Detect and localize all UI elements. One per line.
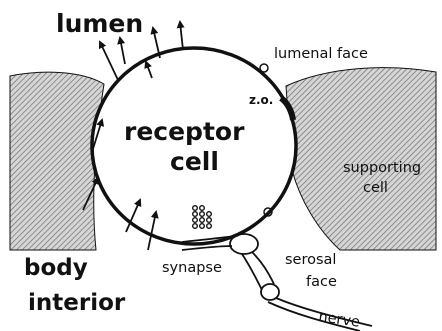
- lumenal-face-marker: [260, 64, 268, 72]
- label-zonula-occludens: z.o.: [249, 93, 273, 107]
- label-serosal: serosal: [285, 252, 336, 268]
- label-nerve: nerve: [317, 309, 360, 331]
- label-lumenal-face: lumenal face: [274, 46, 368, 62]
- flow-arrow: [120, 38, 125, 64]
- flow-arrow: [180, 22, 183, 50]
- label-supporting-cell: cell: [363, 180, 388, 196]
- label-receptor-cell: cell: [170, 147, 219, 176]
- label-synapse: synapse: [162, 260, 222, 276]
- label-body: body: [24, 255, 88, 281]
- right-supporting-cell: [286, 68, 436, 250]
- label-receptor: receptor: [124, 117, 245, 146]
- flow-arrow: [100, 42, 118, 80]
- label-interior: interior: [28, 290, 126, 316]
- left-supporting-tissue: [10, 72, 104, 250]
- label-lumen: lumen: [56, 9, 143, 38]
- label-face: face: [306, 274, 337, 290]
- label-supporting: supporting: [343, 160, 421, 176]
